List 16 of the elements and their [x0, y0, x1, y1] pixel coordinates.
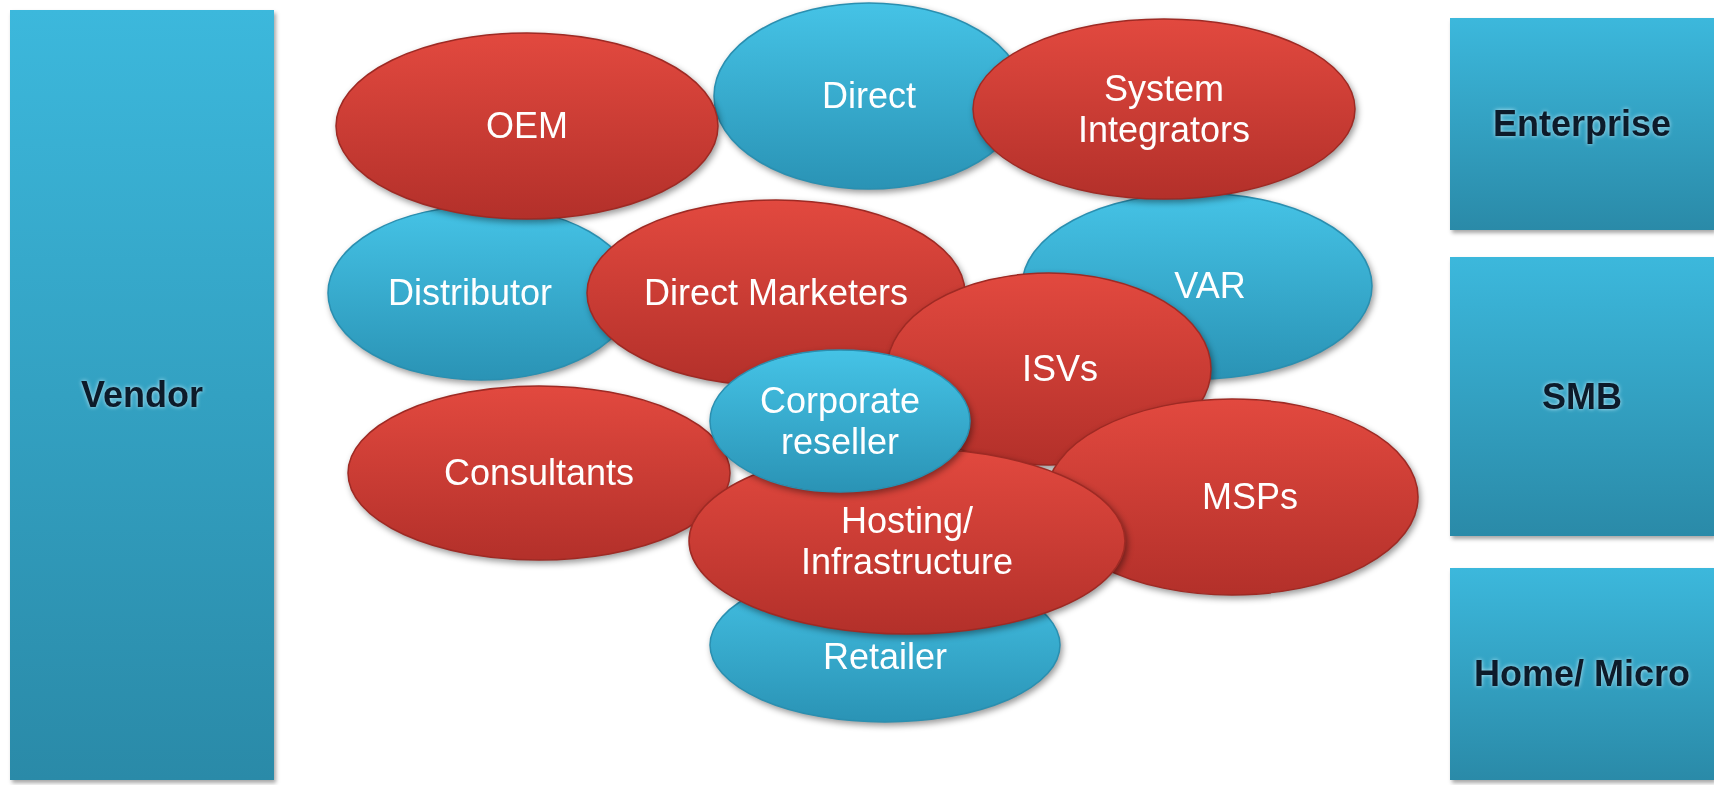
channel-label: Retailer	[821, 636, 949, 678]
segment-label: Enterprise	[1492, 103, 1672, 145]
segment-label: Home/ Micro	[1473, 653, 1690, 695]
channel-label: Direct Marketers	[642, 272, 909, 314]
channel-label: MSPs	[1201, 476, 1299, 518]
channel-label: VAR	[1173, 265, 1247, 307]
segment-label: Vendor	[81, 374, 203, 416]
channel-label: ISVs	[1021, 348, 1099, 390]
channel-label: System Integrators	[1076, 67, 1252, 151]
channel-label: Corporate reseller	[758, 379, 922, 463]
channel-label: Consultants	[442, 452, 636, 494]
channel-label: OEM	[485, 105, 569, 147]
channel-label: Direct	[821, 75, 917, 117]
segment-label: SMB	[1542, 375, 1622, 418]
channel-label: Hosting/ Infrastructure	[799, 499, 1015, 583]
channel-label: Distributor	[387, 272, 553, 314]
